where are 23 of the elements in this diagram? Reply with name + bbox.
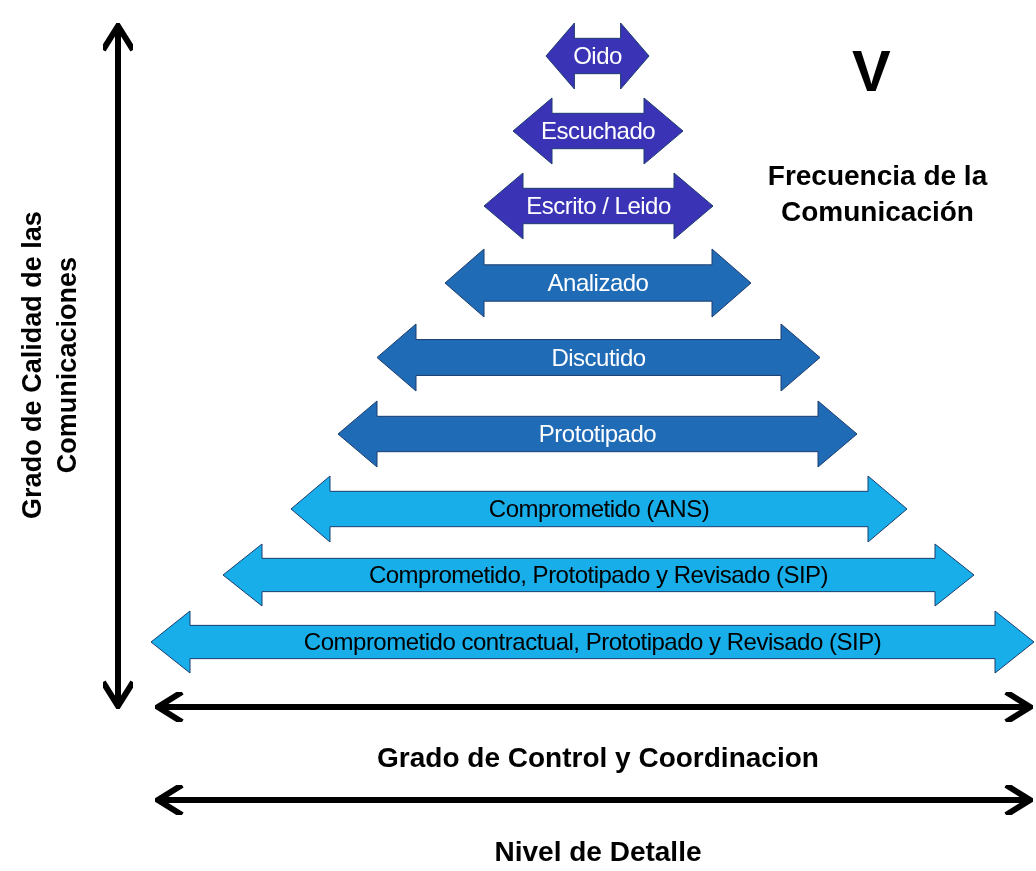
arrow-label: Comprometido, Prototipado y Revisado (SIP) xyxy=(368,563,829,587)
arrow-label: Comprometido (ANS) xyxy=(488,497,710,521)
arrow-label: Escrito / Leido xyxy=(526,194,671,218)
arrow-label: Prototipado xyxy=(538,422,657,446)
pointed-banner xyxy=(483,172,714,240)
pointed-banner xyxy=(337,400,858,468)
heading-letter: V xyxy=(852,42,891,100)
arrow-label: Escuchado xyxy=(540,119,656,143)
arrow-label: Analizado xyxy=(547,271,649,295)
pointed-banner xyxy=(512,97,684,165)
axis-label: Frecuencia de la Comunicación xyxy=(766,159,989,230)
axis-label: Grado de Calidad de las Comunicaciones xyxy=(15,210,83,521)
axis-label: Nivel de Detalle xyxy=(493,838,703,866)
arrow-label: Discutido xyxy=(551,345,646,370)
pointed-banner xyxy=(376,323,821,392)
pointed-banner xyxy=(150,610,1035,674)
axis-label: Grado de Control y Coordinacion xyxy=(376,744,820,772)
pointed-banner xyxy=(545,22,650,90)
arrow-label: Oido xyxy=(573,44,622,68)
pointed-banner xyxy=(290,475,908,543)
pointed-banner xyxy=(222,543,975,607)
pointed-banner xyxy=(444,248,752,318)
arrow-label: Comprometido contractual, Prototipado y Revisado (SIP) xyxy=(303,630,882,654)
